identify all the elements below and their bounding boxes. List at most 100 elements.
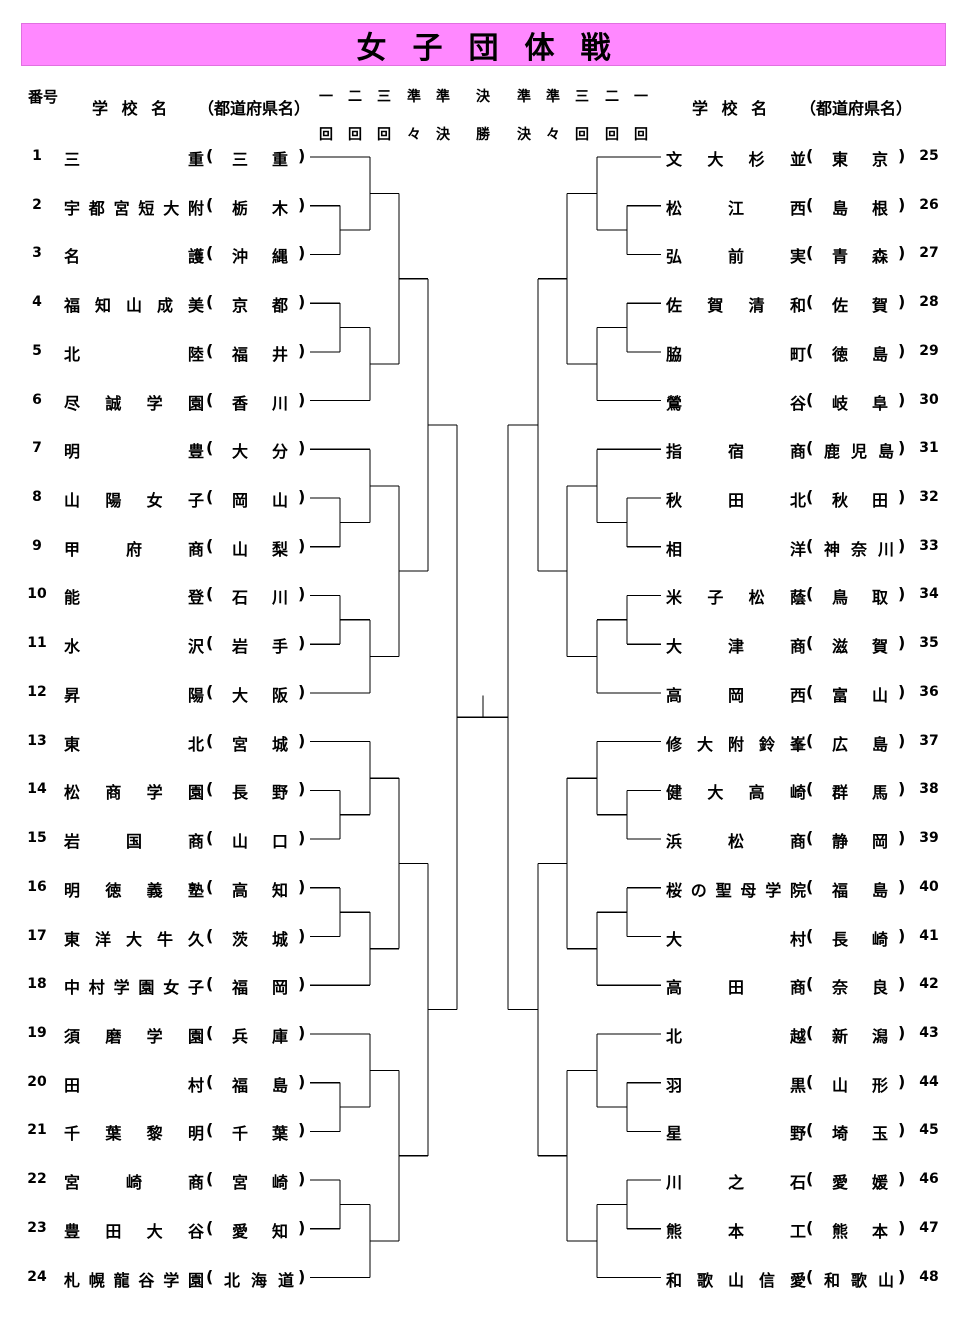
title-banner: 女子団体戦 bbox=[21, 23, 946, 66]
paren-open: ( bbox=[806, 828, 814, 848]
team-school-name-char: 星 bbox=[666, 1124, 683, 1144]
team-prefecture-char: 崎 bbox=[271, 1173, 288, 1193]
team-school-name: 鶯谷 bbox=[666, 390, 806, 414]
paren-open: ( bbox=[806, 243, 814, 263]
round-label-right-3-char: 回 bbox=[575, 127, 589, 143]
team-school-name-char: 商 bbox=[789, 832, 806, 852]
team-number: 22 bbox=[27, 1171, 47, 1188]
team-school-name-char: 野 bbox=[789, 1124, 806, 1144]
paren-close: ) bbox=[298, 389, 306, 409]
team-school-name-char: 西 bbox=[789, 685, 806, 705]
round-label-right-5: 一回 bbox=[633, 78, 649, 154]
paren-open: ( bbox=[206, 1071, 214, 1091]
team-prefecture: 山梨 bbox=[232, 536, 288, 560]
team-prefecture-char: 石 bbox=[232, 588, 249, 608]
team-prefecture: 香川 bbox=[232, 390, 288, 414]
paren-open: ( bbox=[806, 584, 814, 604]
team-school-name: 秋田北 bbox=[666, 487, 806, 511]
team-school-name-char: 学 bbox=[765, 880, 782, 900]
team-prefecture-char: 島 bbox=[877, 442, 894, 462]
team-prefecture: 富山 bbox=[832, 682, 888, 706]
team-school-name-char: 愛 bbox=[789, 1270, 806, 1290]
team-number: 34 bbox=[919, 586, 939, 603]
team-school-name-char: 峯 bbox=[789, 734, 806, 754]
team-number: 47 bbox=[919, 1219, 939, 1236]
paren-close: ) bbox=[298, 876, 306, 896]
team-school-name-char: 大 bbox=[666, 929, 683, 949]
team-prefecture-char: 広 bbox=[832, 734, 849, 754]
team-school-name-char: 府 bbox=[125, 539, 142, 559]
team-school-name: 水沢 bbox=[64, 633, 204, 657]
team-school-name-char: 義 bbox=[146, 880, 163, 900]
team-prefecture: 福島 bbox=[232, 1072, 288, 1096]
team-school-name-char: 田 bbox=[727, 491, 744, 511]
paren-close: ) bbox=[298, 292, 306, 312]
team-prefecture: 兵庫 bbox=[232, 1023, 288, 1047]
paren-open: ( bbox=[806, 292, 814, 312]
team-school-name-char: 附 bbox=[727, 734, 744, 754]
team-school-name: 文大杉並 bbox=[666, 146, 806, 170]
team-prefecture-char: 福 bbox=[232, 1075, 249, 1095]
team-school-name: 弘前実 bbox=[666, 243, 806, 267]
paren-close: ) bbox=[898, 487, 906, 507]
team-prefecture-char: 山 bbox=[871, 685, 888, 705]
team-number: 16 bbox=[27, 878, 47, 895]
team-prefecture-char: 沖 bbox=[232, 247, 249, 267]
team-prefecture: 沖縄 bbox=[232, 243, 288, 267]
team-school-name-char: 甲 bbox=[64, 539, 81, 559]
team-school-name-char: 北 bbox=[666, 1026, 683, 1046]
team-school-name-char: 高 bbox=[666, 685, 683, 705]
team-number: 20 bbox=[27, 1073, 47, 1090]
team-prefecture: 愛媛 bbox=[832, 1169, 888, 1193]
team-number: 39 bbox=[919, 830, 939, 847]
team-prefecture-char: 海 bbox=[250, 1270, 267, 1290]
team-number: 42 bbox=[919, 976, 939, 993]
team-school-name-char: 崎 bbox=[789, 783, 806, 803]
paren-close: ) bbox=[898, 1071, 906, 1091]
team-prefecture-char: 葉 bbox=[271, 1124, 288, 1144]
team-number: 19 bbox=[27, 1024, 47, 1041]
team-prefecture-char: 森 bbox=[871, 247, 888, 267]
team-prefecture-char: 島 bbox=[832, 198, 849, 218]
team-number: 2 bbox=[32, 196, 42, 213]
team-prefecture-char: 長 bbox=[832, 929, 849, 949]
round-label-right-2-char: 準 bbox=[546, 89, 560, 105]
paren-open: ( bbox=[806, 389, 814, 409]
team-school-name: 中村学園女子 bbox=[64, 974, 204, 998]
team-school-name-char: 商 bbox=[187, 539, 204, 559]
team-school-name-char: 昇 bbox=[64, 685, 81, 705]
team-number: 45 bbox=[919, 1122, 939, 1139]
paren-open: ( bbox=[806, 730, 814, 750]
team-prefecture: 岐阜 bbox=[832, 390, 888, 414]
team-prefecture: 島根 bbox=[832, 195, 888, 219]
team-prefecture-char: 京 bbox=[871, 150, 888, 169]
team-number: 37 bbox=[919, 732, 939, 749]
team-school-name: 指宿商 bbox=[666, 438, 806, 462]
team-school-name-char: 西 bbox=[789, 198, 806, 218]
paren-open: ( bbox=[206, 438, 214, 458]
team-number: 30 bbox=[919, 391, 939, 408]
team-prefecture-char: 茨 bbox=[232, 929, 249, 949]
team-prefecture: 岩手 bbox=[232, 633, 288, 657]
team-school-name: 札幌龍谷学園 bbox=[64, 1267, 204, 1291]
team-school-name-char: 大 bbox=[163, 198, 180, 218]
team-school-name: 北陸 bbox=[64, 341, 204, 365]
team-school-name: 三重 bbox=[64, 146, 204, 170]
team-school-name: 佐賀清和 bbox=[666, 292, 806, 316]
team-school-name-char: 陸 bbox=[187, 344, 204, 364]
team-prefecture-char: 媛 bbox=[871, 1173, 888, 1193]
team-prefecture-char: 山 bbox=[232, 832, 249, 852]
paren-open: ( bbox=[806, 1120, 814, 1140]
paren-close: ) bbox=[898, 535, 906, 555]
team-school-name-char: 大 bbox=[707, 783, 724, 803]
round-label-left-3-char: 三 bbox=[377, 89, 391, 105]
team-prefecture-char: 長 bbox=[232, 783, 249, 803]
paren-close: ) bbox=[898, 730, 906, 750]
